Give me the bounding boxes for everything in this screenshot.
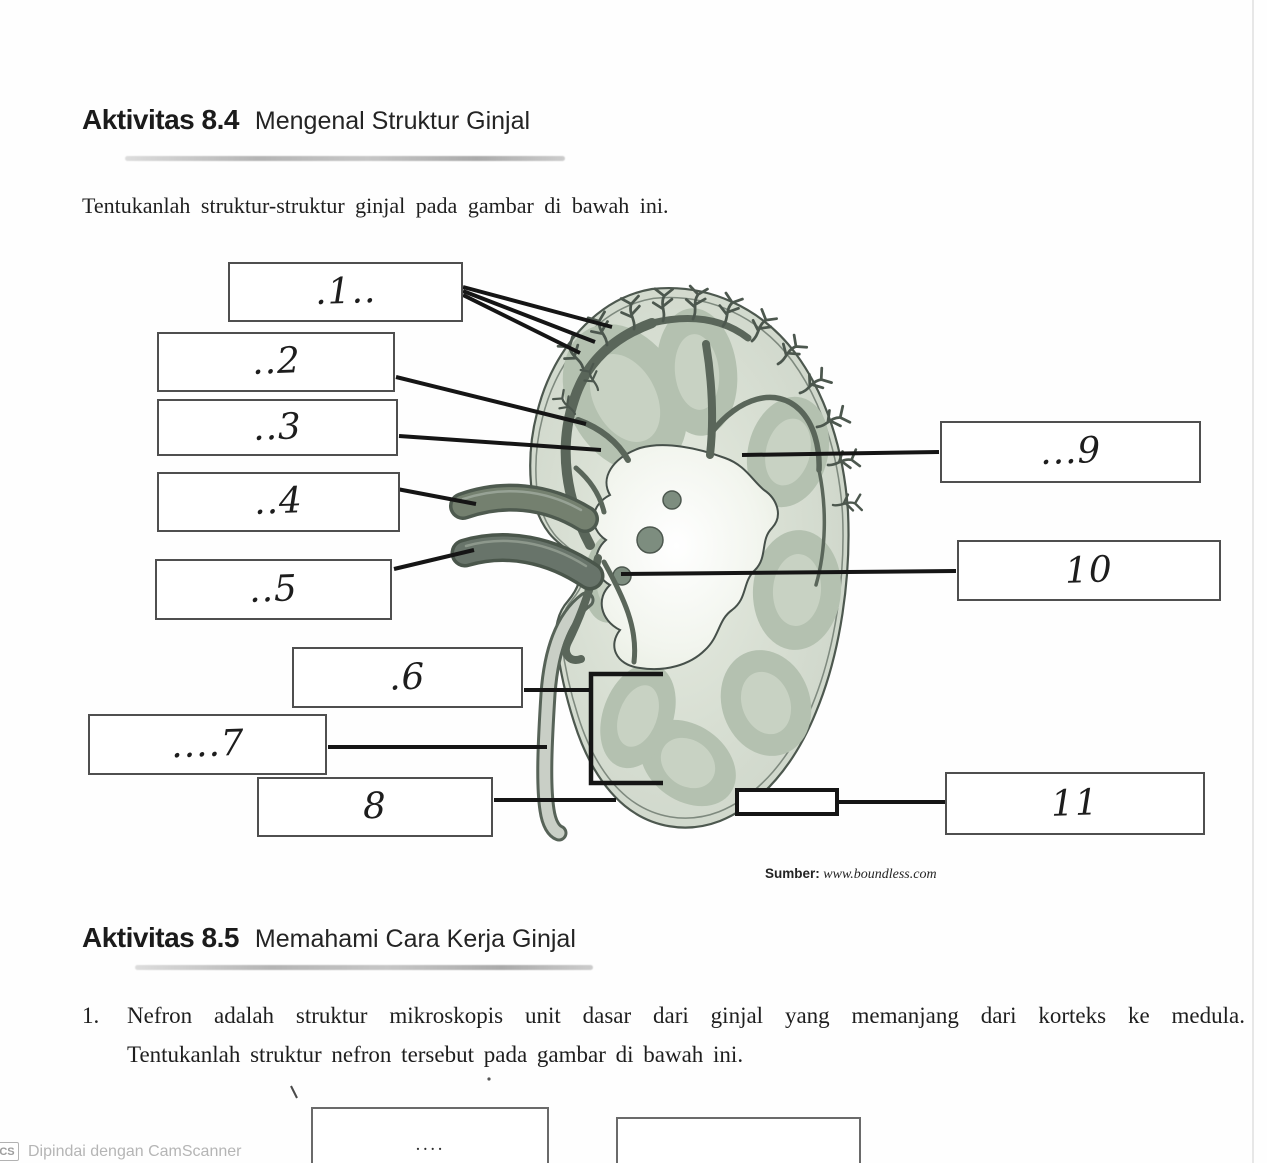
pen-marks (290, 1077, 491, 1099)
leader-line-1c (462, 293, 581, 355)
leader-line-5 (393, 548, 475, 571)
answer-box-9[interactable]: ...9 (940, 421, 1201, 483)
leader-line-9 (741, 450, 940, 457)
leader-line-3 (398, 434, 602, 452)
handwritten-number-1: .1.. (314, 269, 377, 314)
camscanner-footer-text: Dipindai dengan CamScanner (28, 1142, 242, 1160)
answer-box-4[interactable]: ..4 (157, 472, 400, 532)
handwritten-number-11: 11 (1050, 781, 1100, 825)
nephron-answer-box-1[interactable]: .... (311, 1107, 549, 1163)
handwritten-number-3: ..3 (252, 405, 303, 449)
answer-box-10[interactable]: 10 (957, 540, 1221, 601)
handwritten-number-8: 8 (362, 785, 388, 828)
renal-artery (449, 483, 599, 533)
calyx-circles (612, 490, 682, 586)
handwritten-dots: .... (415, 1135, 445, 1155)
handwritten-number-6: .6 (388, 655, 427, 699)
answer-box-6[interactable]: .6 (292, 647, 523, 708)
activity-84-title: Aktivitas 8.4 Mengenal Struktur Ginjal (82, 100, 530, 137)
answer-box-8[interactable]: 8 (257, 777, 493, 837)
leader-line-1a (462, 285, 613, 329)
activity-84-number: Aktivitas 8.4 (82, 104, 239, 135)
handwritten-number-9: ...9 (1039, 429, 1102, 474)
activity-85-subtitle: Memahami Cara Kerja Ginjal (254, 925, 576, 953)
leader-line-2 (395, 375, 587, 426)
leader-line-1b (462, 289, 596, 344)
image-source-caption: Sumber: www.boundless.com (765, 866, 937, 883)
question-number: 1. (82, 1003, 100, 1028)
answer-box-1[interactable]: .1.. (228, 262, 463, 322)
answer-box-7[interactable]: ....7 (88, 714, 327, 775)
handwritten-number-5: ..5 (248, 567, 299, 611)
ureter (536, 591, 595, 842)
handwritten-number-2: ..2 (250, 340, 302, 383)
renal-pelvis (592, 444, 779, 671)
answer-box-3[interactable]: ..3 (157, 399, 398, 456)
source-url: www.boundless.com (823, 867, 937, 882)
nephron-answer-box-2[interactable] (616, 1117, 861, 1163)
bracket-6-8 (588, 671, 663, 786)
activity-85-number: Aktivitas 8.5 (82, 922, 239, 953)
question-text-line2: Tentukanlah struktur nefron tersebut pad… (127, 1042, 744, 1067)
answer-box-11[interactable]: 11 (945, 772, 1205, 835)
region-marker-11 (735, 788, 839, 816)
source-label: Sumber: (765, 866, 820, 881)
renal-vein (450, 533, 605, 591)
answer-box-2[interactable]: ..2 (157, 332, 395, 392)
handwritten-number-7: ....7 (169, 722, 246, 766)
title-underline-85 (135, 965, 593, 970)
question-text-line1: Nefron adalah struktur mikroskopis unit … (127, 1003, 1245, 1028)
activity-84-subtitle: Mengenal Struktur Ginjal (254, 107, 531, 135)
handwritten-number-10: 10 (1064, 548, 1114, 592)
handwritten-number-4: ..4 (253, 480, 304, 523)
scan-page-edge (1252, 0, 1254, 1163)
instruction-text: Tentukanlah struktur-struktur ginjal pad… (82, 193, 669, 218)
leader-line-4 (396, 487, 477, 506)
activity-85-title: Aktivitas 8.5 Memahami Cara Kerja Ginjal (82, 918, 576, 955)
answer-box-5[interactable]: ..5 (155, 559, 392, 620)
camscanner-footer: CS Dipindai dengan CamScanner (0, 1140, 241, 1163)
leader-lines (328, 285, 957, 816)
title-underline-84 (125, 156, 565, 161)
leader-line-10 (620, 569, 957, 576)
camscanner-badge-icon: CS (0, 1142, 19, 1161)
